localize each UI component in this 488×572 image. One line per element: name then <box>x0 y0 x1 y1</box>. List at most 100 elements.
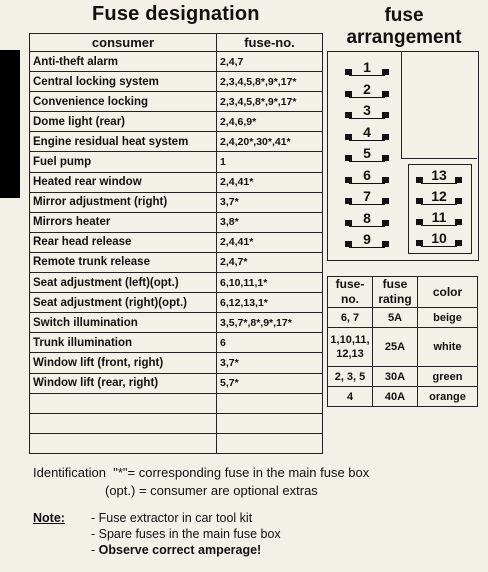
fuse-no-cell: 2,4,7 <box>216 50 323 73</box>
black-margin-bar <box>0 50 20 198</box>
fuse-slot: 12 <box>416 188 462 207</box>
ratings-color-cell: beige <box>417 307 478 328</box>
fuse-pin-icon <box>416 198 423 204</box>
identification-label: Identification <box>33 465 106 480</box>
fuse-pin-icon <box>455 177 462 183</box>
identification-asterisk-text: "*"= corresponding fuse in the main fuse… <box>113 465 370 480</box>
note-item: - Fuse extractor in car tool kit <box>91 511 253 525</box>
fuse-pin-icon <box>345 176 352 183</box>
fuse-pin-icon <box>345 219 352 226</box>
consumer-cell: Window lift (front, right) <box>29 352 217 374</box>
ratings-rating-header: fuse rating <box>372 276 418 308</box>
fuse-no-cell: 1 <box>216 151 323 173</box>
fuse-number: 3 <box>345 102 389 119</box>
table-row: Seat adjustment (right)(opt.)6,12,13,1* <box>29 292 323 314</box>
fuse-slot: 7 <box>345 188 389 207</box>
ratings-color-cell: orange <box>417 386 478 407</box>
consumer-cell: Convenience locking <box>29 91 217 113</box>
note-emphasis-prefix: - <box>91 543 99 557</box>
fuse-number: 8 <box>345 210 389 227</box>
fuse-number: 12 <box>416 188 462 205</box>
fuse-designation-title: Fuse designation <box>92 3 260 25</box>
note-item-emphasis: - Observe correct amperage! <box>91 542 281 558</box>
consumer-cell <box>29 412 217 434</box>
fuse-pin-icon <box>345 155 352 161</box>
fuse-number: 6 <box>345 167 389 184</box>
consumer-header: consumer <box>29 33 217 52</box>
fuse-number: 5 <box>345 145 389 162</box>
ratings-color-cell: green <box>417 366 478 387</box>
consumer-cell: Anti-theft alarm <box>29 50 217 73</box>
fuse-pin-icon <box>455 219 462 225</box>
table-row <box>29 432 323 454</box>
fuse-no-header: fuse-no. <box>216 33 323 52</box>
fuse-number: 1 <box>345 59 389 76</box>
fuse-no-cell: 2,3,4,5,8*,9*,17* <box>216 71 323 93</box>
fuse-no-cell <box>216 432 323 454</box>
fuse-number: 11 <box>416 209 462 226</box>
fuse-no-cell: 2,4,6,9* <box>216 111 323 133</box>
fuse-pin-icon <box>345 112 352 118</box>
ratings-rating-cell: 40A <box>372 386 418 407</box>
consumer-cell: Rear head release <box>29 231 217 253</box>
fuse-number: 2 <box>345 81 389 98</box>
consumer-cell: Heated rear window <box>29 171 217 193</box>
fuse-pin-icon <box>382 241 389 247</box>
fuse-slot: 3 <box>345 102 389 121</box>
fuse-no-cell: 6,10,11,1* <box>216 272 323 294</box>
fuse-pin-icon <box>382 133 389 140</box>
ratings-fuse-no-cell: 2, 3, 5 <box>327 366 373 387</box>
title-right-line1: fuse <box>384 5 424 26</box>
note-item: - Spare fuses in the main fuse box <box>91 527 281 541</box>
fuse-pin-icon <box>345 198 352 204</box>
fuse-no-cell <box>216 412 323 434</box>
arrangement-divider-horizontal <box>401 158 477 159</box>
fuse-pin-icon <box>345 69 352 75</box>
fuse-slot: 1 <box>345 59 389 78</box>
table-row <box>29 412 323 434</box>
table-row: Window lift (front, right)3,7* <box>29 352 323 374</box>
note-label: Note: <box>33 511 65 525</box>
identification-optional-text: (opt.) = consumer are optional extras <box>105 483 318 498</box>
fuse-slot: 5 <box>345 145 389 164</box>
ratings-fuse-no-header: fuse-no. <box>327 276 373 308</box>
fuse-pin-icon <box>345 241 352 247</box>
fuse-pin-icon <box>382 219 389 226</box>
consumer-cell: Trunk illumination <box>29 332 217 354</box>
right-fuse-block: 13 12 11 10 <box>408 164 472 254</box>
fuse-pin-icon <box>416 177 423 183</box>
fuse-number: 9 <box>345 231 389 248</box>
consumer-cell: Mirror adjustment (right) <box>29 191 217 213</box>
fuse-pin-icon <box>455 240 462 246</box>
arrangement-divider <box>401 52 402 158</box>
fuse-pin-icon <box>345 133 352 140</box>
note-emphasis-text: Observe correct amperage! <box>98 543 262 557</box>
ratings-rating-cell: 25A <box>372 327 418 367</box>
consumer-cell: Window lift (rear, right) <box>29 372 217 394</box>
fuse-no-cell: 3,7* <box>216 191 323 213</box>
table-row <box>29 392 323 414</box>
fuse-number: 10 <box>416 230 462 247</box>
consumer-cell <box>29 432 217 454</box>
table-row: Mirror adjustment (right)3,7* <box>29 191 323 213</box>
consumer-cell: Switch illumination <box>29 312 217 334</box>
fuse-pin-icon <box>455 198 462 204</box>
ratings-color-cell: white <box>417 327 478 367</box>
fuse-number: 7 <box>345 188 389 205</box>
fuse-slot: 4 <box>345 124 389 143</box>
fuse-no-cell: 2,4,20*,30*,41* <box>216 131 323 153</box>
fuse-pin-icon <box>416 240 423 246</box>
fuse-slot: 13 <box>416 167 462 186</box>
fuse-pin-icon <box>382 198 389 204</box>
fuse-no-cell: 5,7* <box>216 372 323 394</box>
fuse-slot: 10 <box>416 230 462 249</box>
